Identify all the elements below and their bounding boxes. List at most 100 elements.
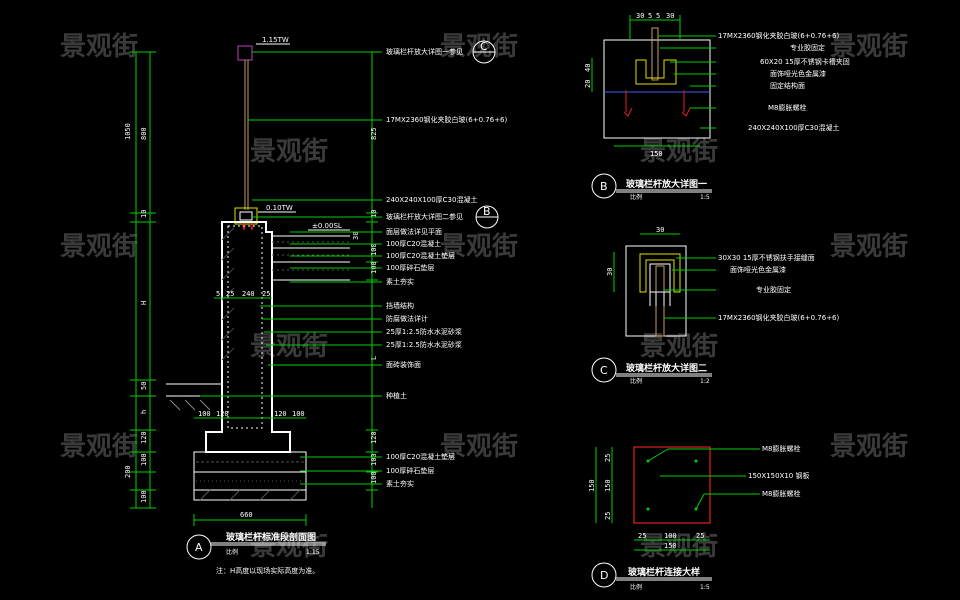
callout-text: 25厚1:2.5防水水泥砂浆 [386,340,462,349]
callout-text: 30X30 15厚不锈钢扶手接缝面 [718,253,815,262]
callout-text: 专业胶固定 [756,285,791,294]
watermark: 景观街 [250,137,328,167]
watermark: 景观街 [60,32,138,62]
dim-label: 100 [370,453,378,466]
watermarks: 景观街 景观街 景观街 景观街 景观街 景观街 景观街 景观街 景观街 景观街 … [60,32,908,562]
dim-label: 25 [604,512,612,520]
dim-label: 40 [584,64,592,72]
dim-label: L [370,356,378,360]
callout-text: 100厚C20混凝土 [386,239,441,248]
detail-b-bubble [591,173,617,199]
dim-label: 240 [242,290,255,298]
dim-label: 50 [140,382,148,390]
watermark: 景观街 [640,532,718,562]
detail-c-section: 30 30 30X30 15厚不锈钢扶手接缝面 面饰哑光色金属漆 专业胶固定 1… [591,226,840,385]
steel-plate [633,446,711,524]
watermark: 景观街 [830,32,908,62]
dim-label: 800 [140,127,148,140]
dim-label: 150 [650,150,663,158]
detail-c-bubble [591,357,617,383]
watermark: 景观街 [830,432,908,462]
detail-b-frame [603,39,711,139]
detail-a-bubble [186,534,212,560]
dim-label: 5 [648,12,652,20]
dim-label: 100 [664,532,677,540]
dim-label: 100 [292,410,305,418]
callout-text: 防腐做法详计 [386,314,428,323]
callout-text: 240X240X100厚C30混凝土 [386,195,477,204]
dim-label: 100 [140,490,148,503]
callout-text: 种植土 [386,391,407,400]
callout-text: 素土夯实 [386,277,414,286]
watermark: 景观街 [60,432,138,462]
detail-title: 玻璃栏杆放大详图一 [626,178,707,190]
callout-text: 面层做法详见平面 [386,227,442,236]
dim-label: 25 [262,290,270,298]
dim-label: 150 [604,479,612,492]
note-text: 注：H高度以现场实际高度为准。 [216,566,319,575]
callout-text: 面砖装饰面 [386,360,421,369]
detail-letter: A [195,541,203,554]
callout-text: 100厚C20混凝土垫层 [386,251,455,260]
callout-text: 60X20 15厚不锈钢卡槽夹固 [760,57,850,66]
dim-label: 100 [370,471,378,484]
callout-text: M8膨胀螺栓 [768,103,807,112]
dim-label: 10 [370,210,378,218]
dim-label: 100 [370,243,378,256]
watermark: 景观街 [440,32,518,62]
anchor-bolts [623,90,691,117]
dim-label: 30 [352,232,360,240]
scale-value: 1:2 [700,378,710,385]
anchor-bolts [241,221,255,231]
scale-label: 比例 [630,583,642,591]
detail-d-section: 150 25 150 25 25 100 25 150 M8膨胀螺栓 150X1… [588,444,809,591]
glass-panel [651,27,659,81]
scale-value: 1:15 [306,549,320,556]
dim-label: H [140,301,148,305]
callout-text: 17MX2360钢化夹胶白玻(6+0.76+6) [718,31,840,40]
scale-label: 比例 [630,193,642,201]
callout-text: 面饰哑光色金属漆 [730,265,786,274]
callout-text: 17MX2360钢化夹胶白玻(6+0.76+6) [386,115,508,124]
callout-text: M8膨胀螺栓 [762,489,801,498]
callout-text: 面饰哑光色金属漆 [770,69,826,78]
dim-label: 120 [140,431,148,444]
dim-label: 660 [240,511,253,519]
dim-label: 150 [588,479,596,492]
dim-label: h [140,410,148,414]
dim-label: 25 [604,454,612,462]
dim-label: 150 [664,542,677,550]
dim-label: 25 [638,532,646,540]
callout-text: 固定结构面 [770,81,805,90]
callout-text: 专业胶固定 [790,43,825,52]
watermark: 景观街 [60,232,138,262]
ground-level-label: ±0.00SL [312,222,342,230]
watermark: 景观街 [250,332,328,362]
watermark: 景观街 [640,137,718,167]
dim-label: 20 [584,80,592,88]
callout-text: 17MX2360钢化夹胶白玻(6+0.76+6) [718,313,840,322]
callout-text: 玻璃栏杆放大详图一参见 [386,47,463,56]
callout-text: 240X240X100厚C30混凝土 [748,123,839,132]
bolt-hole [694,459,698,463]
watermark: 景观街 [830,232,908,262]
watermark: 景观街 [250,532,328,562]
dim-label: 10 [140,210,148,218]
dim-label: 25 [696,532,704,540]
callout-text: 挡墙结构 [386,301,414,310]
dim-label: 5 [216,290,220,298]
watermark: 景观街 [440,432,518,462]
detail-letter: D [600,569,608,582]
detail-a-section: 1050 800 10 H 50 h 120 200 100 100 825 1… [124,36,508,575]
glass-panel [655,265,665,337]
callout-text: 100厚碎石垫层 [386,263,434,272]
steel-clamp [635,59,677,85]
detail-title: 玻璃栏杆标准段剖面图 [226,531,316,543]
mid-level-label: 0.10TW [266,204,293,212]
scale-value: 1:5 [700,584,710,591]
callout-text: 100厚碎石垫层 [386,466,434,475]
callout-text: 玻璃栏杆放大详图二参见 [386,212,463,221]
dim-label: 120 [216,410,229,418]
detail-letter: C [600,364,608,377]
watermark: 景观街 [440,232,518,262]
